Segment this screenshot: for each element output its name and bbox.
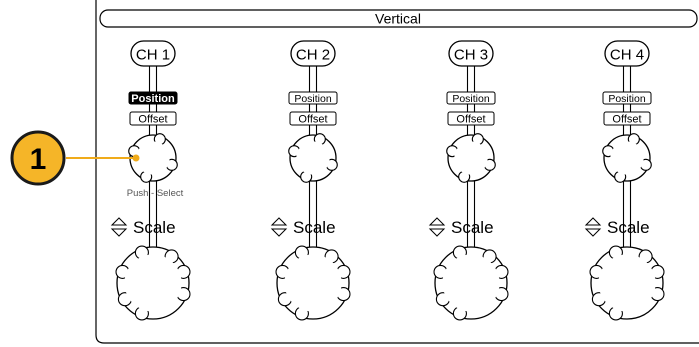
scale-arrows-icon	[110, 217, 128, 237]
panel-outline	[95, 0, 699, 344]
ch2-button[interactable]: CH 2	[290, 40, 336, 67]
ch3-position-knob[interactable]	[446, 133, 496, 183]
ch3-position-knob-face	[454, 141, 488, 175]
ch4-offset-label: Offset	[603, 111, 651, 126]
ch2-scale-label: Scale	[293, 218, 336, 237]
section-label: Vertical	[375, 11, 421, 27]
ch2-scale-knob[interactable]	[275, 245, 351, 321]
callout-badge	[10, 130, 66, 186]
scale-arrows-icon	[428, 217, 446, 237]
ch4-label: CH 4	[610, 47, 644, 64]
ch1-position-knob-face	[136, 141, 170, 175]
ch3-position-label: Position	[446, 91, 496, 105]
svg-text:Position: Position	[608, 93, 646, 105]
ch4-button[interactable]: CH 4	[604, 40, 650, 67]
ch3-offset-label: Offset	[447, 111, 495, 126]
ch2-offset-label: Offset	[289, 111, 337, 126]
ch2-label: CH 2	[296, 47, 330, 64]
ch1-scale-knob-face	[124, 254, 182, 312]
ch1-button[interactable]: CH 1	[130, 40, 176, 67]
ch1-label: CH 1	[136, 47, 170, 64]
ch1-scale-knob[interactable]	[115, 245, 191, 321]
ch2-position-knob[interactable]	[288, 133, 338, 183]
scale-arrows-icon	[270, 217, 288, 237]
scale-arrows-icon	[584, 217, 602, 237]
ch4-position-label: Position	[602, 91, 652, 105]
svg-text:Offset: Offset	[138, 114, 167, 126]
ch3-label: CH 3	[454, 47, 488, 64]
ch4-scale-label: Scale	[607, 218, 650, 237]
svg-text:Position: Position	[294, 93, 332, 105]
ch3-scale-knob[interactable]	[433, 245, 509, 321]
ch1-position-label: Position	[128, 91, 178, 105]
svg-text:Position: Position	[452, 93, 490, 105]
svg-text:Offset: Offset	[456, 114, 485, 126]
svg-text:Offset: Offset	[298, 114, 327, 126]
section-header-box	[99, 9, 698, 28]
ch4-position-knob[interactable]	[602, 133, 652, 183]
ch4-scale-knob[interactable]	[589, 245, 665, 321]
callout-leader-dot	[132, 154, 140, 162]
svg-text:Position: Position	[131, 93, 175, 105]
ch2-position-knob-face	[296, 141, 330, 175]
ch1-scale-label: Scale	[133, 218, 176, 237]
svg-text:Offset: Offset	[612, 114, 641, 126]
push-select-label: Push - Select	[127, 188, 184, 199]
ch1-offset-label: Offset	[129, 111, 177, 126]
ch3-button[interactable]: CH 3	[448, 40, 494, 67]
ch4-scale-knob-face	[598, 254, 656, 312]
ch2-scale-knob-face	[284, 254, 342, 312]
ch4-position-knob-face	[610, 141, 644, 175]
ch2-position-label: Position	[288, 91, 338, 105]
ch3-scale-label: Scale	[451, 218, 494, 237]
ch3-scale-knob-face	[442, 254, 500, 312]
callout-number: 1	[30, 143, 47, 176]
